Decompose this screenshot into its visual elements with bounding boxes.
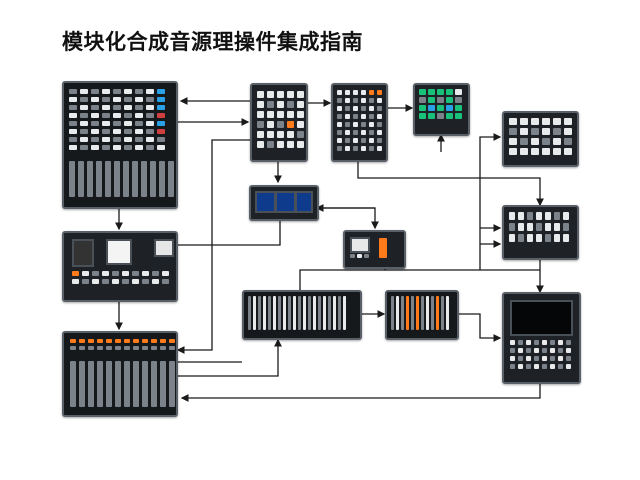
module-filter-bank[interactable]	[242, 290, 362, 340]
module-eq[interactable]	[385, 290, 459, 340]
controller-white-screen	[106, 239, 132, 265]
sequencer-sliders[interactable]	[69, 161, 174, 197]
green-pad-keys[interactable]	[419, 89, 462, 119]
page-title: 模块化合成音源理操件集成指南	[62, 30, 363, 54]
fader-module-keys[interactable]	[509, 212, 569, 242]
module-fader[interactable]	[502, 205, 579, 260]
vu-meter-indicator	[379, 238, 387, 258]
oscilloscope-screen-3	[295, 191, 313, 213]
eq-sliders[interactable]	[391, 296, 449, 330]
controller-small-screen	[154, 239, 174, 257]
sequencer-knobs[interactable]	[69, 89, 165, 150]
module-button-matrix[interactable]	[331, 83, 388, 162]
display-unit-screen	[510, 300, 573, 336]
mixer-knobs[interactable]	[70, 339, 175, 350]
display-unit-keys[interactable]	[510, 340, 571, 369]
module-vu-meter[interactable]	[343, 230, 406, 269]
vu-meter-buttons[interactable]	[350, 254, 369, 258]
button-matrix-keys[interactable]	[337, 90, 382, 151]
oscilloscope-screen-2	[275, 191, 296, 213]
oscilloscope-screen-1	[255, 191, 276, 213]
vu-meter-screen	[350, 237, 370, 253]
module-small-controller[interactable]	[62, 231, 178, 302]
module-display-unit[interactable]	[502, 292, 581, 384]
module-big-sequencer[interactable]	[62, 81, 178, 209]
module-pad-grid[interactable]	[250, 83, 308, 162]
module-mixer[interactable]	[62, 331, 178, 417]
controller-buttons[interactable]	[72, 271, 169, 284]
filter-bank-sliders[interactable]	[248, 296, 346, 330]
mixer-faders[interactable]	[70, 361, 175, 407]
controller-screen	[72, 239, 94, 267]
module-green-pad[interactable]	[413, 83, 470, 136]
grid-controller-keys[interactable]	[509, 118, 572, 155]
module-blue-oscilloscope[interactable]	[249, 185, 319, 221]
module-grid-controller[interactable]	[502, 111, 579, 167]
pad-grid-keys[interactable]	[257, 91, 304, 148]
